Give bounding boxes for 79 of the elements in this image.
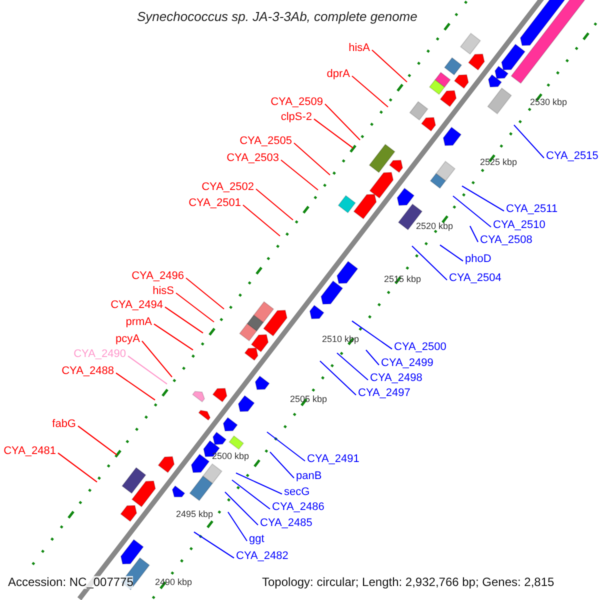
scale-label: 2505 kbp (290, 393, 328, 406)
scale-label: 2525 kbp (480, 156, 518, 169)
gene-label: hisS (152, 285, 174, 298)
gene-label: CYA_2501 (188, 197, 241, 210)
gene-label: fabG (52, 418, 76, 431)
gene-label: CYA_2485 (260, 517, 312, 530)
gene-label: prmA (126, 316, 152, 329)
leader-line (256, 188, 294, 220)
footer-text: Accession: NC_007775 (8, 576, 134, 589)
leader-line (366, 350, 380, 366)
gene-label: clpS-2 (280, 111, 312, 124)
leader-line (280, 160, 318, 190)
leader-line (314, 118, 354, 148)
leader-line (154, 324, 194, 350)
gene-label: CYA_2515 (546, 150, 598, 163)
leader-line (324, 104, 360, 140)
leader-line (78, 426, 118, 456)
leader-line (412, 246, 448, 280)
scale-label: 2520 kbp (416, 220, 454, 233)
gene-label: CYA_2505 (240, 135, 292, 148)
scale-label: 2490 kbp (155, 576, 192, 589)
scale-label: 2530 kbp (530, 96, 568, 109)
gene-label: CYA_2503 (226, 152, 279, 165)
gene-label: CYA_2497 (358, 387, 410, 400)
gene-label: CYA_2499 (381, 357, 434, 370)
gene-label: pcyA (116, 333, 140, 346)
gene-label: CYA_2488 (62, 365, 114, 378)
leader-line (270, 452, 294, 478)
leader-line (266, 432, 306, 462)
gene-label: CYA_2498 (370, 372, 422, 385)
gene-label: CYA_2510 (493, 219, 546, 232)
gene-label: CYA_2496 (132, 270, 184, 283)
leader-line (194, 532, 234, 558)
gene-label: CYA_2486 (272, 501, 324, 514)
gene-label: CYA_2502 (202, 181, 254, 194)
gene-label: CYA_2509 (270, 96, 323, 109)
leader-line (514, 124, 544, 158)
gene-label: dprA (326, 68, 350, 81)
leader-line (372, 50, 408, 82)
leader-line (336, 352, 368, 380)
gene-label: ggt (249, 533, 264, 546)
leader-line (228, 512, 248, 542)
leader-line (320, 360, 356, 396)
scale-label: 2510 kbp (322, 333, 360, 346)
leader-line (352, 76, 388, 108)
leader-line (242, 204, 280, 236)
leader-line (462, 186, 504, 212)
gene-label: CYA_2508 (480, 234, 532, 247)
leader-line (116, 372, 156, 400)
leader-line (470, 226, 478, 242)
gene-label: CYA_2494 (110, 299, 163, 312)
gene-label: CYA_2482 (236, 550, 288, 563)
leader-line (452, 196, 492, 228)
scale-label: 2495 kbp (176, 508, 214, 521)
scale-label: 2500 kbp (212, 450, 250, 463)
leader-line (236, 472, 282, 494)
leader-line (142, 340, 172, 378)
leader-line (128, 356, 168, 384)
leader-line (232, 480, 270, 510)
gene-label: panB (296, 470, 322, 483)
leader-line (352, 320, 392, 350)
gene-label: CYA_2504 (449, 272, 502, 285)
title: Synechococcus sp. JA-3-3Ab, complete genome (137, 10, 418, 23)
gene-label: hisA (348, 42, 370, 55)
gene-label: phoD (465, 253, 492, 266)
gene-label: CYA_2481 (4, 445, 56, 458)
leader-line (224, 492, 258, 526)
leader-line (186, 278, 224, 310)
leader-line (164, 306, 204, 334)
leader-line (294, 142, 330, 176)
footer-text: Topology: circular; Length: 2,932,766 bp; Genes: 2,815 (262, 576, 554, 589)
gene-label: secG (284, 486, 310, 499)
leader-line (176, 292, 214, 322)
leader-line (58, 452, 98, 482)
gene-label: CYA_2491 (307, 453, 360, 466)
leader-line (440, 244, 464, 262)
gene-label: CYA_2490 (74, 348, 126, 361)
gene-label: CYA_2511 (506, 203, 558, 216)
gene-label: CYA_2500 (394, 341, 446, 354)
